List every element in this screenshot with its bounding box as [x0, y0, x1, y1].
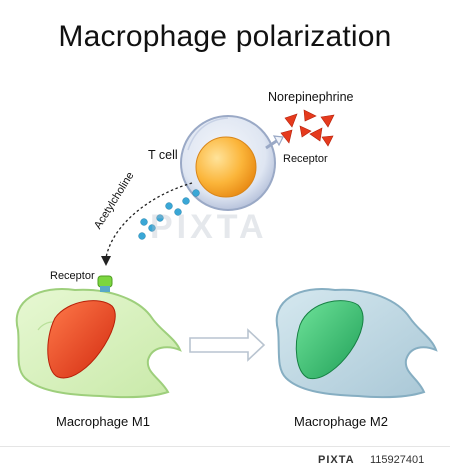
- acetylcholine-dot: [165, 202, 173, 210]
- norepinephrine-triangle: [303, 109, 317, 122]
- macrophage-m2: [275, 288, 438, 399]
- m1-nucleus: [47, 300, 116, 379]
- acetylcholine-dot: [138, 232, 146, 240]
- acetylcholine-pathway: [101, 182, 200, 266]
- t-cell-nucleus: [195, 136, 257, 198]
- t-cell-label: T cell: [148, 148, 178, 162]
- footer-stock-id: 115927401: [370, 454, 425, 466]
- norepinephrine-triangle: [321, 135, 334, 147]
- polarization-arrow: [189, 328, 266, 362]
- macrophage-m1: [15, 275, 182, 399]
- norepinephrine-molecules: [280, 109, 335, 147]
- acetylcholine-dot: [148, 224, 156, 232]
- acetylcholine-dot: [182, 197, 190, 205]
- norepinephrine-triangle: [309, 127, 323, 142]
- acetylcholine-dot: [192, 189, 200, 197]
- receptor-label-left: Receptor: [50, 270, 95, 282]
- footer-brand: PIXTA: [318, 454, 355, 466]
- norepinephrine-label: Norepinephrine: [268, 90, 354, 104]
- t-cell-receptor: [265, 135, 284, 150]
- m1-receptor: [97, 275, 113, 292]
- norepinephrine-triangle: [284, 113, 298, 128]
- receptor-label-top: Receptor: [283, 153, 328, 165]
- t-cell: [180, 115, 284, 211]
- norepinephrine-triangle: [320, 114, 335, 128]
- m2-nucleus: [295, 300, 364, 380]
- acetylcholine-dot: [140, 218, 148, 226]
- norepinephrine-triangle: [280, 129, 293, 144]
- macrophage-m2-label: Macrophage M2: [294, 414, 388, 429]
- macrophage-m1-label: Macrophage M1: [56, 414, 150, 429]
- page-title: Macrophage polarization: [58, 20, 392, 53]
- acetylcholine-dot: [174, 208, 182, 216]
- footer-bar: [0, 446, 450, 469]
- norepinephrine-triangle: [299, 125, 312, 138]
- acetylcholine-dot: [156, 214, 164, 222]
- watermark: PIXTA: [150, 208, 268, 246]
